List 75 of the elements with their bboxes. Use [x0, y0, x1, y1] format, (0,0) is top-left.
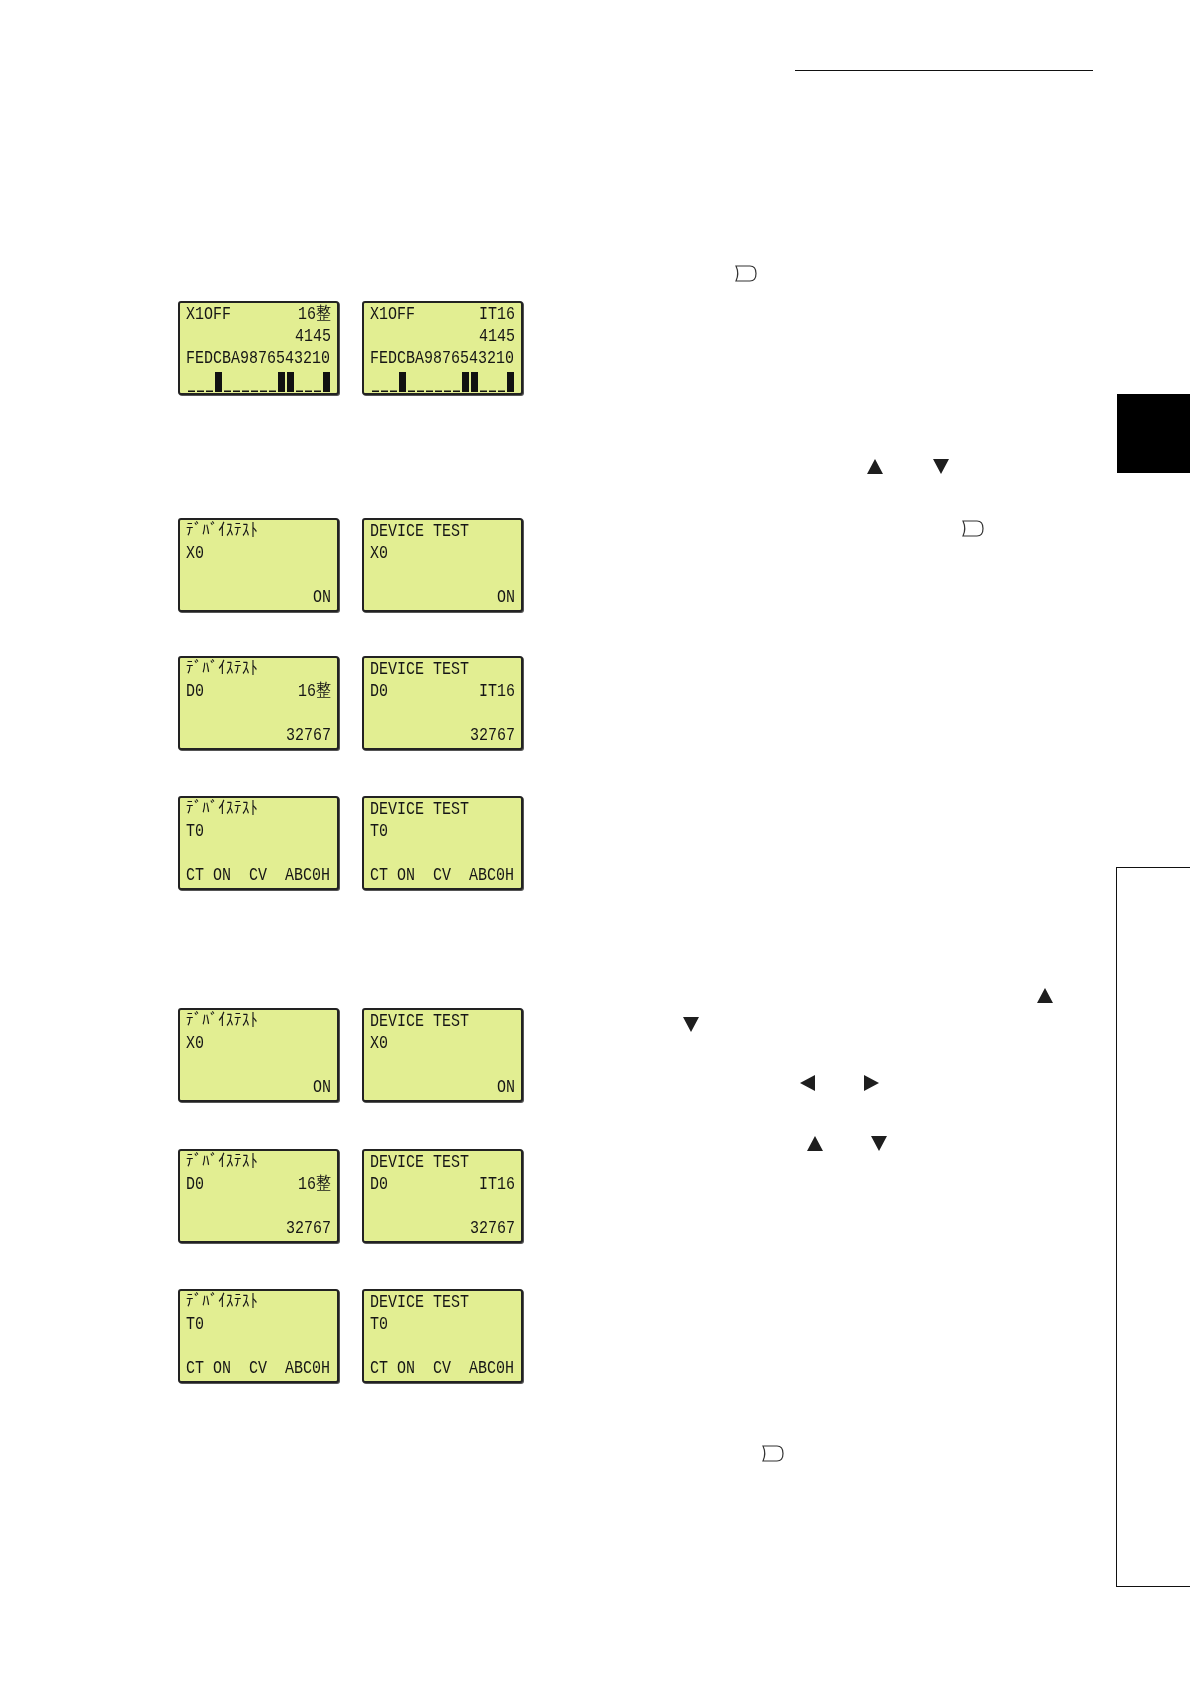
chapter-tab	[1117, 394, 1190, 473]
lcd-text: X1OFF	[186, 305, 231, 325]
lcd-text: D0	[186, 1175, 204, 1195]
lcd-text: X1OFF	[370, 305, 415, 325]
lcd-text: CV	[249, 1359, 267, 1379]
lcd-screen	[178, 1289, 339, 1383]
lcd-text: 16整	[298, 1175, 331, 1195]
lcd-text: ON	[397, 1359, 415, 1379]
lcd-text: 32767	[470, 726, 515, 746]
lcd-screen	[362, 301, 523, 395]
lcd-text: ON	[213, 866, 231, 886]
lcd-text: DEVICE TEST	[370, 1012, 470, 1032]
lcd-text: IT16	[479, 1175, 515, 1195]
lcd-text: CV	[249, 866, 267, 886]
lcd-text: FEDCBA9876543210	[186, 349, 331, 369]
lcd-screen	[178, 1149, 339, 1243]
lcd-text: 4145	[479, 327, 515, 347]
lcd-text: CT	[370, 1359, 388, 1379]
lcd-text: T0	[370, 822, 388, 842]
lcd-text: 4145	[295, 327, 331, 347]
lcd-text: ON	[397, 866, 415, 886]
lcd-text: DEVICE TEST	[370, 1293, 470, 1313]
lcd-text: X0	[370, 544, 388, 564]
lcd-screen	[362, 1289, 523, 1383]
lcd-text: X0	[186, 544, 204, 564]
lcd-text: FEDCBA9876543210	[370, 349, 515, 369]
lcd-text: T0	[186, 1315, 204, 1335]
lcd-text: X0	[186, 1034, 204, 1054]
lcd-screen	[178, 301, 339, 395]
lcd-text: CT	[186, 866, 204, 886]
lcd-text: ON	[213, 1359, 231, 1379]
lcd-text: T0	[186, 822, 204, 842]
lcd-screen	[178, 518, 339, 612]
lcd-screen	[362, 1008, 523, 1102]
lcd-text: ON	[313, 1078, 331, 1098]
lcd-text: IT16	[479, 305, 515, 325]
lcd-text: 32767	[286, 1219, 331, 1239]
lcd-text: D0	[370, 1175, 388, 1195]
lcd-text: DEVICE TEST	[370, 522, 470, 542]
lcd-screen	[362, 1149, 523, 1243]
lcd-text: 16整	[298, 305, 331, 325]
lcd-text: D0	[186, 682, 204, 702]
lcd-screen	[178, 1008, 339, 1102]
lcd-text: T0	[370, 1315, 388, 1335]
lcd-screen	[362, 796, 523, 890]
lcd-text: DEVICE TEST	[370, 660, 470, 680]
lcd-text: CV	[433, 1359, 451, 1379]
lcd-text: 16整	[298, 682, 331, 702]
lcd-text: ﾃﾞﾊﾞｲｽﾃｽﾄ	[186, 660, 258, 680]
lcd-screen	[362, 518, 523, 612]
lcd-text: ON	[497, 1078, 515, 1098]
lcd-screen	[178, 656, 339, 750]
lcd-text: 32767	[470, 1219, 515, 1239]
lcd-text: ﾃﾞﾊﾞｲｽﾃｽﾄ	[186, 1012, 258, 1032]
lcd-text: ON	[313, 588, 331, 608]
lcd-text: ABC0H	[285, 866, 330, 886]
lcd-text: IT16	[479, 682, 515, 702]
lcd-text: ON	[497, 588, 515, 608]
lcd-text: ABC0H	[469, 1359, 514, 1379]
lcd-screen	[362, 656, 523, 750]
lcd-text: ﾃﾞﾊﾞｲｽﾃｽﾄ	[186, 1293, 258, 1313]
lcd-text: X0	[370, 1034, 388, 1054]
lcd-text: 32767	[286, 726, 331, 746]
lcd-text: DEVICE TEST	[370, 1153, 470, 1173]
lcd-text: CT	[370, 866, 388, 886]
lcd-text: ABC0H	[469, 866, 514, 886]
lcd-text: ﾃﾞﾊﾞｲｽﾃｽﾄ	[186, 800, 258, 820]
lcd-text: ABC0H	[285, 1359, 330, 1379]
lcd-screen	[178, 796, 339, 890]
lcd-text: ﾃﾞﾊﾞｲｽﾃｽﾄ	[186, 1153, 258, 1173]
lcd-text: DEVICE TEST	[370, 800, 470, 820]
lcd-text: ﾃﾞﾊﾞｲｽﾃｽﾄ	[186, 522, 258, 542]
lcd-text: CT	[186, 1359, 204, 1379]
lcd-text: D0	[370, 682, 388, 702]
lcd-text: CV	[433, 866, 451, 886]
